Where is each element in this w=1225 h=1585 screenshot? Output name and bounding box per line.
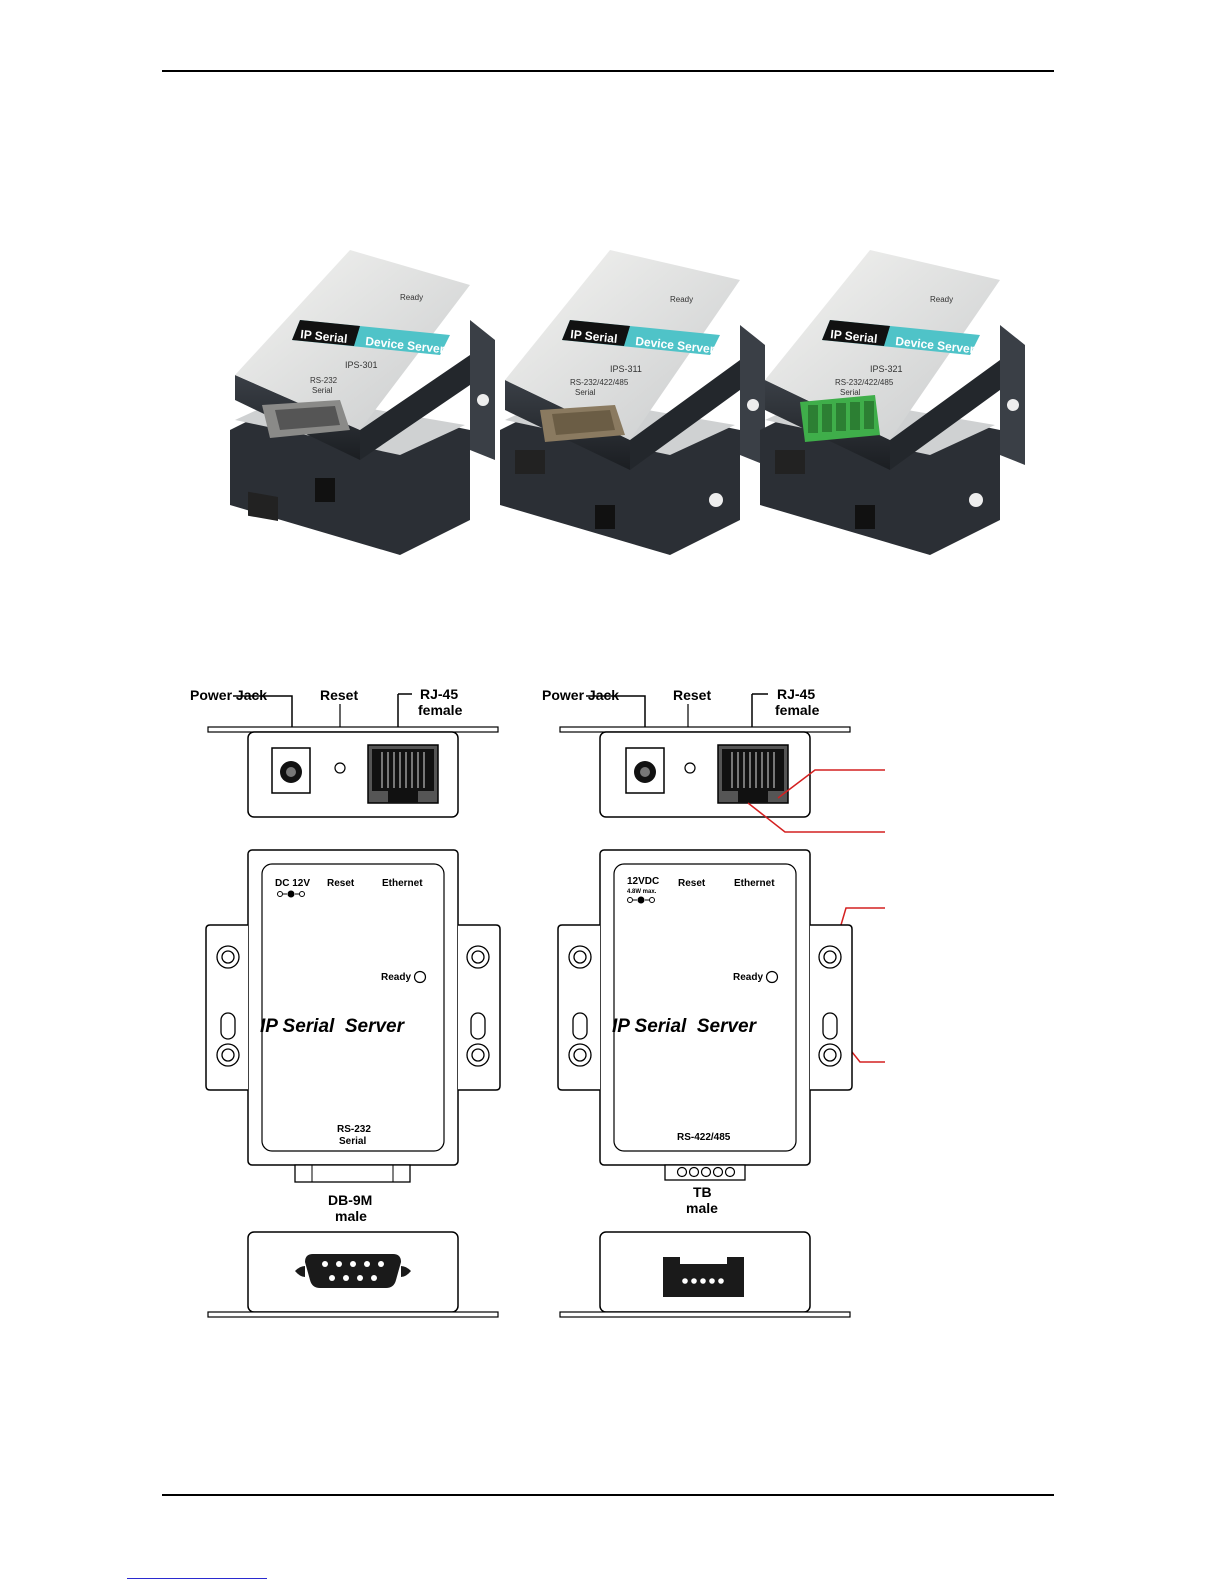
- right-tb-connector: [663, 1257, 744, 1297]
- photo2-serial: RS-232/422/485: [570, 378, 629, 387]
- left-top-power-label: DC 12V: [275, 878, 310, 889]
- photo1-brand-left: IP Serial: [300, 327, 348, 346]
- left-power-jack-label: Power Jack: [190, 687, 267, 703]
- left-title: IP Serial Server: [260, 1016, 406, 1037]
- left-diagram: Power Jack Reset RJ-45 female: [190, 686, 501, 1318]
- left-serial-label: RS-232: [337, 1124, 371, 1135]
- left-db9-tab: [294, 1164, 411, 1183]
- left-rj45-sub: female: [418, 702, 463, 718]
- photo2-ready: Ready: [670, 295, 693, 304]
- right-rj45-label: RJ-45: [777, 686, 815, 702]
- left-connector-label: DB-9M: [328, 1192, 372, 1208]
- photo1-model: IPS-301: [345, 360, 378, 370]
- right-serial-label: RS-422/485: [677, 1132, 731, 1143]
- right-title: IP Serial Server: [612, 1016, 758, 1037]
- photo3-brand-left: IP Serial: [830, 327, 878, 346]
- photo-ips-301: IP Serial Device Server IPS-301 RS-232 S…: [230, 250, 495, 555]
- left-reset-label: Reset: [320, 687, 358, 703]
- left-db9-connector: [305, 1254, 401, 1288]
- photo-ips-321: IP Serial Device Server IPS-321 RS-232/4…: [760, 250, 1025, 555]
- right-diagram: Power Jack Reset RJ-45 female: [542, 686, 885, 1318]
- right-connector-label: TB: [693, 1184, 712, 1200]
- photo1-serial-sub: Serial: [312, 386, 333, 395]
- right-reset-label: Reset: [673, 687, 711, 703]
- left-top-panel: [261, 863, 445, 1152]
- product-photos: IP Serial Device Server IPS-301 RS-232 S…: [230, 250, 1025, 555]
- left-ready-led: [413, 970, 427, 984]
- left-ready-label: Ready: [381, 972, 411, 983]
- right-power-jack-label: Power Jack: [542, 687, 619, 703]
- photo2-brand-left: IP Serial: [570, 327, 618, 346]
- right-ready-label: Ready: [733, 972, 763, 983]
- photo3-model: IPS-321: [870, 364, 903, 374]
- photo1-serial: RS-232: [310, 376, 338, 385]
- footer-rule: [162, 1494, 1054, 1496]
- left-top-ethernet-label: Ethernet: [382, 878, 423, 889]
- photo2-model: IPS-311: [610, 364, 642, 374]
- right-ready-led: [765, 970, 779, 984]
- right-rj45-sub: female: [775, 702, 820, 718]
- right-top-ethernet-label: Ethernet: [734, 878, 775, 889]
- left-top-reset-label: Reset: [327, 878, 355, 889]
- right-top-power-sub: 4.8W max.: [627, 889, 657, 895]
- left-serial-sub: Serial: [339, 1136, 366, 1147]
- right-reset-hole: [684, 762, 696, 774]
- right-connector-sub: male: [686, 1200, 718, 1216]
- left-connector-sub: male: [335, 1208, 367, 1224]
- photo2-serial-sub: Serial: [575, 388, 596, 397]
- photo-ips-311: IP Serial Device Server IPS-311 RS-232/4…: [500, 250, 765, 555]
- left-reset-hole: [334, 762, 346, 774]
- right-top-reset-label: Reset: [678, 878, 706, 889]
- right-top-power-label: 12VDC: [627, 876, 659, 887]
- header-rule: [162, 70, 1054, 72]
- photo3-ready: Ready: [930, 295, 953, 304]
- footer-link-underline[interactable]: [127, 1578, 267, 1579]
- right-top-panel: [613, 863, 797, 1152]
- photo1-ready: Ready: [400, 293, 423, 302]
- photo3-serial: RS-232/422/485: [835, 378, 894, 387]
- photo3-serial-sub: Serial: [840, 388, 861, 397]
- left-rj45-label: RJ-45: [420, 686, 458, 702]
